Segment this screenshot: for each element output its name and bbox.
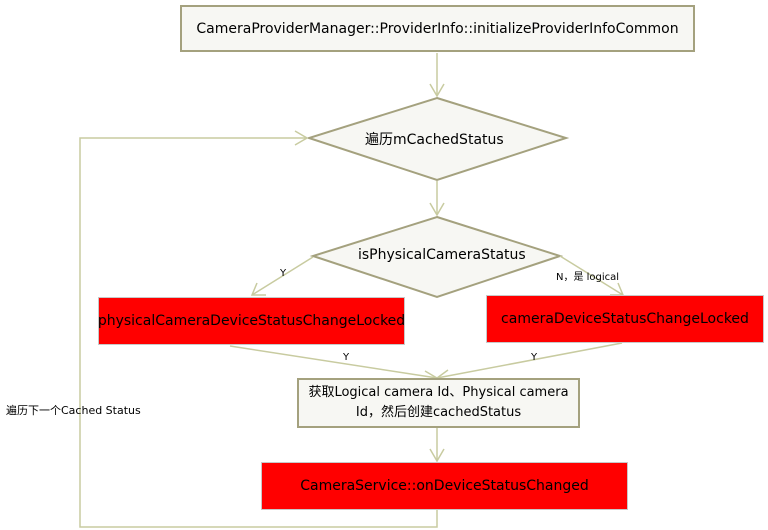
edge-loop-to-physical-arrow	[429, 202, 445, 217]
edge-yes-left-arrow	[250, 282, 266, 296]
get-ids-line1: 获取Logical camera Id、Physical camera	[308, 385, 569, 400]
physical-decision-diamond	[309, 215, 564, 299]
get-ids-node: 获取Logical camera Id、Physical camera Id，然…	[297, 378, 580, 428]
loop-decision-diamond	[305, 96, 570, 182]
on-changed-label: CameraService::onDeviceStatusChanged	[300, 478, 589, 494]
edge-device-to-ids	[436, 342, 623, 379]
edge-loop-back	[79, 137, 438, 528]
edge-no-right	[559, 255, 624, 296]
edge-physical-to-ids	[229, 345, 438, 379]
physical-decision-label: isPhysicalCameraStatus	[358, 247, 526, 263]
physical-locked-node: physicalCameraDeviceStatusChangeLocked	[98, 297, 405, 345]
edge-label-no-right: N，是 logical	[556, 272, 620, 283]
device-locked-node: cameraDeviceStatusChangeLocked	[486, 295, 764, 343]
device-locked-label: cameraDeviceStatusChangeLocked	[501, 311, 749, 327]
start-node: CameraProviderManager::ProviderInfo::ini…	[180, 5, 695, 52]
edge-yes-left	[251, 256, 314, 296]
get-ids-line2: Id，然后创建cachedStatus	[355, 405, 522, 420]
loop-decision-label: 遍历mCachedStatus	[365, 132, 504, 148]
edge-label-yes-physical: Y	[343, 352, 350, 363]
start-node-label: CameraProviderManager::ProviderInfo::ini…	[196, 20, 679, 37]
edge-ids-to-changed-arrow	[429, 448, 445, 463]
edge-label-yes-device: Y	[531, 352, 538, 363]
edge-label-yes-left: Y	[280, 268, 287, 279]
edge-label-loop-back: 遍历下一个Cached Status	[6, 404, 141, 417]
edge-loop-back-arrow	[294, 130, 309, 146]
edge-start-to-loop-arrow	[429, 83, 445, 98]
on-changed-node: CameraService::onDeviceStatusChanged	[261, 462, 628, 510]
physical-locked-label: physicalCameraDeviceStatusChangeLocked	[97, 313, 406, 329]
